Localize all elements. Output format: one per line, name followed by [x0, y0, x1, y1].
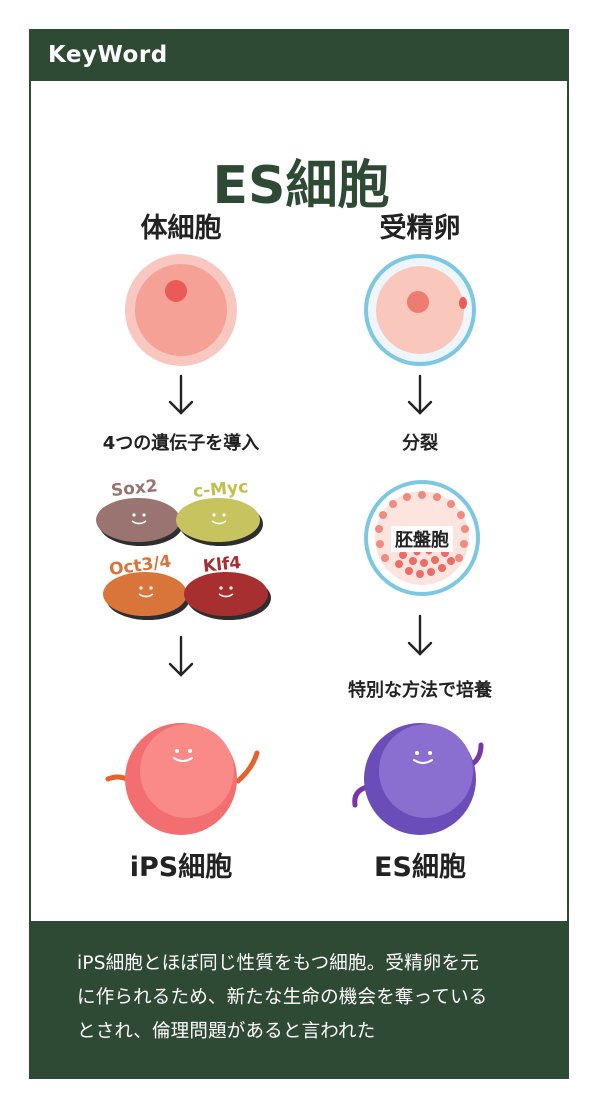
description-line: iPS細胞とほぼ同じ性質をもつ細胞。受精卵を元	[77, 953, 479, 974]
down-arrow-icon	[168, 635, 194, 677]
gene-label: Klf4	[202, 553, 242, 577]
down-arrow-icon	[407, 374, 433, 415]
down-arrow-icon	[168, 374, 194, 415]
ips-cell-character	[105, 723, 260, 835]
gene-cmyc-disc	[176, 498, 263, 546]
somatic-cell-heading: 体細胞	[140, 213, 222, 244]
description-line: に作られるため、新たな生命の機会を奪っている	[77, 987, 488, 1008]
main-title: ES細胞	[212, 156, 390, 216]
keyword-header: KeyWord	[31, 31, 567, 81]
gene-oct34-disc	[103, 572, 190, 620]
somatic-cell-illustration	[125, 254, 237, 366]
gene-introduction-step: 4つの遺伝子を導入	[102, 433, 260, 454]
gene-label: c-Myc	[192, 477, 249, 502]
special-culture-step: 特別な方法で培養	[348, 680, 492, 701]
description-footer: iPS細胞とほぼ同じ性質をもつ細胞。受精卵を元 に作られるため、新たな生命の機会…	[31, 921, 567, 1077]
fertilized-egg-heading: 受精卵	[379, 213, 461, 244]
description-line: とされ、倫理問題があると言われた	[77, 1021, 376, 1042]
keyword-label: KeyWord	[48, 42, 168, 68]
keyword-card: KeyWord	[29, 29, 569, 1079]
smiley-face-icon	[173, 749, 193, 762]
gene-sox2-disc	[96, 498, 183, 546]
smiley-face-icon	[413, 751, 433, 764]
es-cell-label: ES細胞	[374, 852, 466, 883]
es-cell-character	[352, 723, 484, 835]
fertilized-egg-illustration	[364, 254, 476, 366]
gene-klf4-disc	[184, 572, 271, 620]
ips-cell-label: iPS細胞	[129, 852, 233, 883]
gene-label: Sox2	[110, 476, 159, 501]
diagram-graphics: Sox2 c-Myc Oct3/4 Klf4	[96, 254, 484, 835]
blastocyst-label: 胚盤胞	[391, 526, 453, 552]
cell-division-step: 分裂	[402, 433, 438, 454]
down-arrow-icon	[407, 614, 433, 656]
